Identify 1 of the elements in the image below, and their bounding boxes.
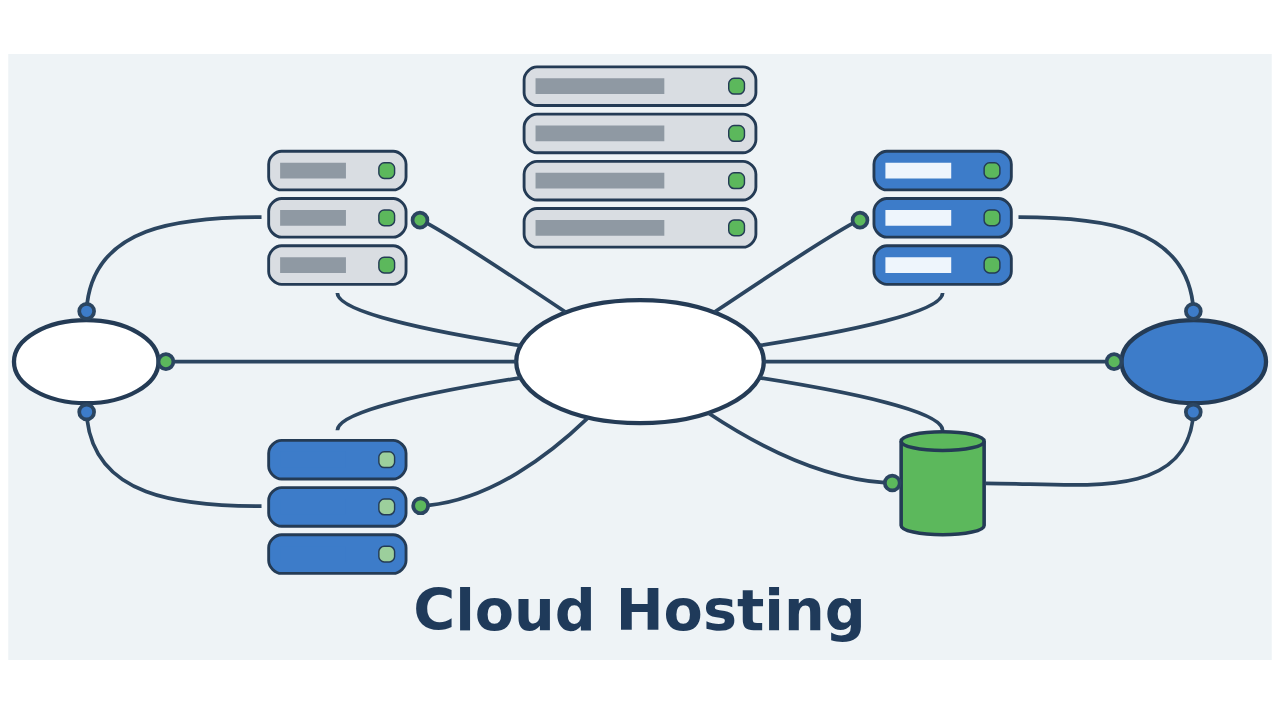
diagram-title: Cloud Hosting: [413, 576, 866, 643]
